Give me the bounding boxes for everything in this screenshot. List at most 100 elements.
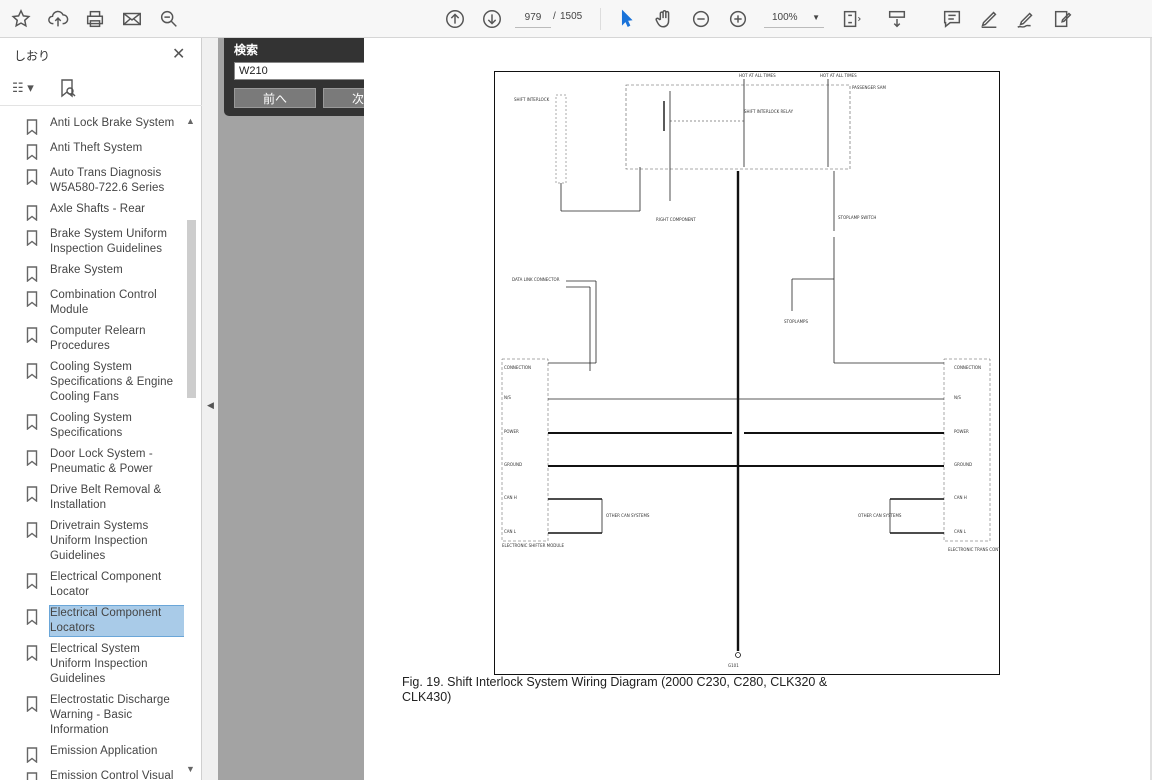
fill-sign-icon[interactable] (1050, 6, 1076, 32)
bookmark-item[interactable]: Computer Relearn Procedures (20, 324, 184, 354)
main-toolbar: / 1505 100% ▼ (0, 0, 1152, 38)
bookmark-scrollbar[interactable]: ▲ ▼ (186, 116, 198, 780)
svg-text:N/S: N/S (504, 395, 511, 400)
svg-text:CONNECTION: CONNECTION (504, 365, 531, 370)
bookmark-label: Anti Lock Brake System (50, 117, 175, 129)
bookmark-icon (26, 645, 38, 662)
svg-text:DATA LINK CONNECTOR: DATA LINK CONNECTOR (512, 277, 560, 282)
svg-text:G101: G101 (728, 663, 739, 668)
bookmark-label: Electrostatic Discharge Warning - Basic … (50, 694, 170, 736)
upload-icon[interactable] (45, 6, 71, 32)
bookmark-item[interactable]: Axle Shafts - Rear (20, 202, 184, 222)
svg-text:CONNECTION: CONNECTION (954, 365, 981, 370)
scroll-down-icon[interactable]: ▼ (186, 764, 195, 774)
bookmark-item[interactable]: Emission Application (20, 744, 184, 764)
bookmark-icon (26, 609, 38, 626)
svg-text:N/S: N/S (954, 395, 961, 400)
hand-tool-icon[interactable] (651, 6, 677, 32)
figure-caption: Fig. 19. Shift Interlock System Wiring D… (402, 675, 828, 704)
bookmark-label: Axle Shafts - Rear (50, 203, 146, 215)
bookmark-label: Emission Control Visual (50, 770, 174, 780)
chevron-down-icon: ▼ (812, 13, 820, 22)
scroll-mode-icon[interactable] (884, 6, 910, 32)
bookmark-label: Auto Trans Diagnosis W5A580-722.6 Series (50, 167, 165, 194)
bookmark-item[interactable]: Drivetrain Systems Uniform Inspection Gu… (20, 519, 184, 564)
bookmark-label: Brake System (50, 264, 123, 276)
scroll-up-icon[interactable]: ▲ (186, 116, 195, 126)
bookmark-item[interactable]: Electrical Component Locator (20, 570, 184, 600)
svg-text:CAN H: CAN H (504, 495, 517, 500)
wiring-diagram-image: HOT AT ALL TIMES HOT AT ALL TIMES PASSEN… (494, 71, 1000, 675)
find-input[interactable] (234, 62, 406, 80)
zoom-level-select[interactable]: 100% ▼ (764, 8, 824, 28)
bookmark-icon (26, 144, 38, 161)
bookmark-label: Electrical System Uniform Inspection Gui… (50, 643, 148, 685)
bookmark-label: Drive Belt Removal & Installation (50, 484, 162, 511)
bookmark-icon (26, 414, 38, 431)
svg-text:OTHER CAN SYSTEMS: OTHER CAN SYSTEMS (858, 513, 902, 518)
bookmark-item[interactable]: Brake System (20, 263, 184, 283)
page-separator: / (553, 11, 556, 22)
bookmark-item[interactable]: Anti Theft System (20, 141, 184, 161)
bookmark-icon (26, 291, 38, 308)
find-previous-button[interactable]: 前へ (234, 88, 316, 108)
zoom-out-icon[interactable] (688, 6, 714, 32)
close-icon[interactable]: ✕ (172, 46, 186, 63)
bookmark-star-icon[interactable] (8, 6, 34, 32)
bookmark-item[interactable]: Cooling System Specifications & Engine C… (20, 360, 184, 405)
svg-text:RIGHT COMPONENT: RIGHT COMPONENT (656, 217, 696, 222)
sign-icon[interactable] (1013, 6, 1039, 32)
find-title: 検索 (234, 43, 259, 57)
svg-text:GROUND: GROUND (504, 462, 522, 467)
bookmark-item[interactable]: Electrical System Uniform Inspection Gui… (20, 642, 184, 687)
bookmark-icon (26, 119, 38, 136)
document-background (218, 38, 364, 780)
svg-text:HOT AT ALL TIMES: HOT AT ALL TIMES (820, 73, 857, 78)
bookmark-item[interactable]: Emission Control Visual (20, 769, 184, 780)
bookmark-icon (26, 696, 38, 713)
bookmark-item[interactable]: Brake System Uniform Inspection Guidelin… (20, 227, 184, 257)
bookmark-icon (26, 450, 38, 467)
bookmark-label: Door Lock System - Pneumatic & Power (50, 448, 153, 475)
bookmark-item[interactable]: Cooling System Specifications (20, 411, 184, 441)
bookmark-label: Computer Relearn Procedures (50, 325, 146, 352)
bookmark-icon (26, 747, 38, 764)
bookmarks-toolbar: ☷ ▾ (0, 74, 202, 106)
search-zoom-icon[interactable] (156, 6, 182, 32)
svg-text:CAN L: CAN L (954, 529, 967, 534)
collapse-panel-icon[interactable]: ◀ (207, 400, 214, 410)
panel-splitter[interactable]: ◀ (202, 38, 218, 780)
bookmark-item[interactable]: Anti Lock Brake System (20, 116, 184, 136)
prev-page-icon[interactable] (442, 6, 468, 32)
options-menu-icon[interactable]: ☷ ▾ (12, 80, 34, 95)
svg-text:ELECTRONIC TRANS CONTROL MODUL: ELECTRONIC TRANS CONTROL MODULE (948, 547, 1000, 552)
fit-page-icon[interactable] (838, 6, 864, 32)
bookmark-icon (26, 522, 38, 539)
svg-text:PASSENGER SAM: PASSENGER SAM (852, 85, 887, 90)
zoom-in-icon[interactable] (725, 6, 751, 32)
total-pages: 1505 (560, 11, 583, 22)
svg-text:POWER: POWER (504, 429, 519, 434)
bookmark-label: Drivetrain Systems Uniform Inspection Gu… (50, 520, 149, 562)
find-bookmark-icon[interactable] (58, 78, 78, 105)
email-icon[interactable] (119, 6, 145, 32)
comment-icon[interactable] (939, 6, 965, 32)
bookmark-item[interactable]: Electrostatic Discharge Warning - Basic … (20, 693, 184, 738)
bookmark-item[interactable]: Combination Control Module (20, 288, 184, 318)
bookmarks-title: しおり (14, 49, 51, 63)
select-cursor-icon[interactable] (614, 6, 640, 32)
highlight-pen-icon[interactable] (976, 6, 1002, 32)
bookmark-item[interactable]: Electrical Component Locators (20, 605, 184, 637)
scrollbar-thumb[interactable] (187, 220, 196, 398)
svg-text:CAN L: CAN L (504, 529, 517, 534)
document-scrollbar[interactable] (1150, 38, 1152, 780)
next-page-icon[interactable] (479, 6, 505, 32)
page-number-input[interactable] (515, 8, 551, 28)
print-icon[interactable] (82, 6, 108, 32)
bookmark-item[interactable]: Door Lock System - Pneumatic & Power (20, 447, 184, 477)
bookmark-item[interactable]: Auto Trans Diagnosis W5A580-722.6 Series (20, 166, 184, 196)
bookmark-item[interactable]: Drive Belt Removal & Installation (20, 483, 184, 513)
svg-text:CAN H: CAN H (954, 495, 967, 500)
